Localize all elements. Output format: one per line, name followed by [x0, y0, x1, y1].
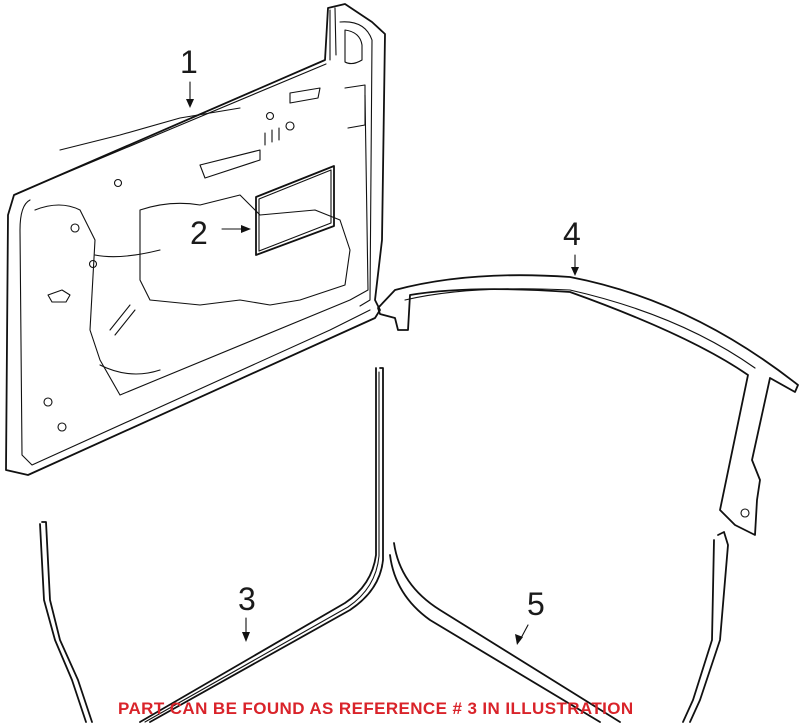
leader-arrows	[186, 81, 579, 645]
callout-4: 4	[563, 216, 581, 252]
callout-5: 5	[527, 586, 545, 622]
reference-note: PART CAN BE FOUND AS REFERENCE # 3 IN IL…	[118, 699, 634, 718]
door-weatherstrip	[39, 367, 384, 723]
callout-3: 3	[238, 581, 256, 617]
body-side-weatherstrip	[389, 531, 729, 723]
upper-frame-weatherstrip	[377, 274, 799, 536]
callout-2: 2	[190, 215, 208, 251]
door-shell	[5, 3, 386, 476]
access-hole-cover	[255, 165, 335, 256]
callout-1: 1	[180, 44, 198, 80]
